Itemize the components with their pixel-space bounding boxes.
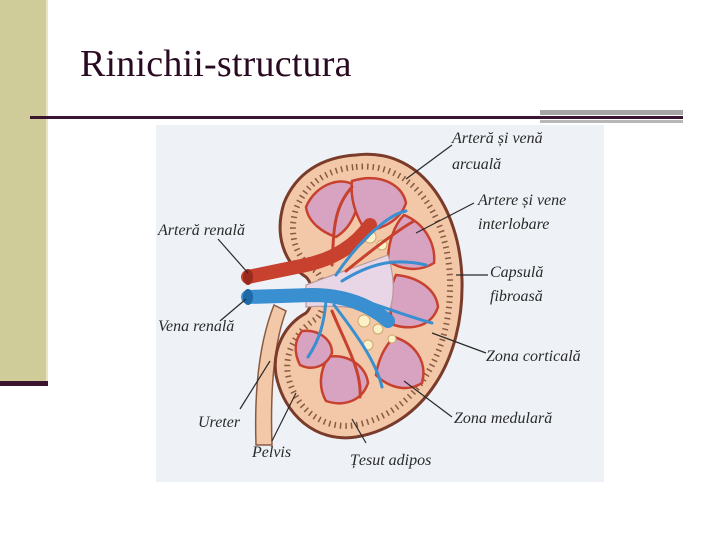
label-artera-vena-arcuata-line1: Arteră și venă: [451, 130, 543, 147]
label-capsula-fibroasa-line2: fibroasă: [490, 288, 543, 305]
label-vena-renala: Vena renală: [158, 318, 234, 335]
kidney-diagram-svg: Arteră renală Vena renală Ureter Pelvis …: [156, 125, 604, 482]
label-ureter: Ureter: [198, 414, 241, 431]
title-rule-accent: [540, 110, 683, 123]
kidney-diagram: Arteră renală Vena renală Ureter Pelvis …: [156, 125, 604, 482]
title-underline: [30, 116, 542, 119]
side-accent-edge: [46, 0, 48, 382]
label-artere-vene-interlobare-line1: Artere și vene: [477, 192, 566, 209]
label-pelvis: Pelvis: [251, 444, 291, 461]
side-accent-bar: [0, 0, 46, 382]
label-tesut-adipos: Țesut adipos: [350, 452, 431, 469]
label-artera-renala: Arteră renală: [157, 222, 245, 239]
label-artere-vene-interlobare-line2: interlobare: [478, 216, 549, 233]
slide-title: Rinichii-structura: [80, 42, 352, 86]
label-zona-medulara: Zona medulară: [454, 410, 552, 427]
label-artera-vena-arcuata-line2: arcuală: [452, 156, 501, 173]
side-accent-foot: [0, 381, 48, 386]
label-capsula-fibroasa-line1: Capsulă: [490, 264, 543, 281]
label-zona-corticala: Zona corticală: [486, 348, 581, 365]
